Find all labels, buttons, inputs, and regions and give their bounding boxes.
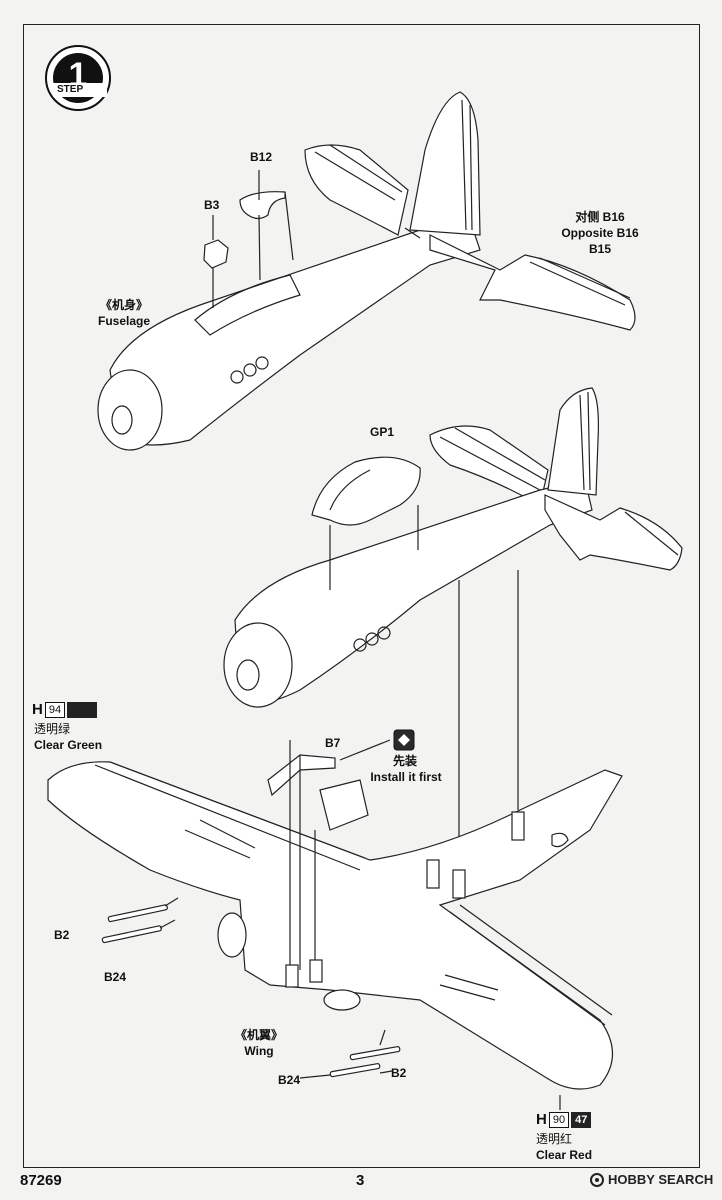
paint-green-h: H: [32, 701, 43, 718]
step-badge: 1 STEP: [45, 45, 111, 111]
paint-green-cn: 透明绿: [34, 722, 71, 736]
paint-red-h: H: [536, 1111, 547, 1128]
paint-green-code: 94: [44, 702, 66, 718]
label-opposite-cn: 对侧 B16: [575, 210, 625, 224]
paint-clear-red: H 90 47: [536, 1111, 592, 1128]
label-b24-left: B24: [104, 970, 127, 984]
label-install-cn: 先装: [392, 754, 417, 768]
paint-green-swatch: [67, 702, 98, 718]
page-frame: [23, 24, 700, 1168]
label-b2-bottom: B2: [391, 1066, 407, 1080]
label-b7: B7: [325, 736, 341, 750]
label-install-en: Install it first: [370, 770, 442, 784]
logo-icon: [590, 1173, 604, 1187]
page-number: 3: [356, 1172, 365, 1189]
label-b3: B3: [204, 198, 220, 212]
fuselage-drawing: [97, 91, 636, 451]
logo-text: HOBBY SEARCH: [608, 1172, 714, 1187]
wing-drawing: [47, 729, 623, 1110]
label-b15: B15: [588, 242, 611, 256]
label-opposite-en: Opposite B16: [561, 226, 639, 240]
label-fuselage-en: Fuselage: [97, 314, 151, 328]
paint-red-cn: 透明红: [536, 1132, 573, 1146]
paint-red-en: Clear Red: [536, 1148, 593, 1162]
step-label: STEP: [53, 83, 107, 97]
label-gp1: GP1: [370, 425, 395, 439]
hobby-search-logo: HOBBY SEARCH: [590, 1172, 713, 1188]
label-b12: B12: [250, 150, 273, 164]
paint-red-code: 90: [548, 1112, 570, 1128]
paint-clear-green: H 94: [32, 701, 98, 718]
label-b2-left: B2: [54, 928, 70, 942]
paint-red-code2: 47: [571, 1112, 592, 1128]
paint-green-en: Clear Green: [34, 738, 103, 752]
kit-number: 87269: [20, 1172, 62, 1189]
label-fuselage-cn: 《机身》: [99, 298, 148, 312]
label-b24-bottom: B24: [278, 1073, 301, 1087]
canopy-drawing: [223, 387, 683, 870]
label-wing-cn: 《机翼》: [234, 1028, 283, 1042]
label-wing-en: Wing: [244, 1044, 274, 1058]
